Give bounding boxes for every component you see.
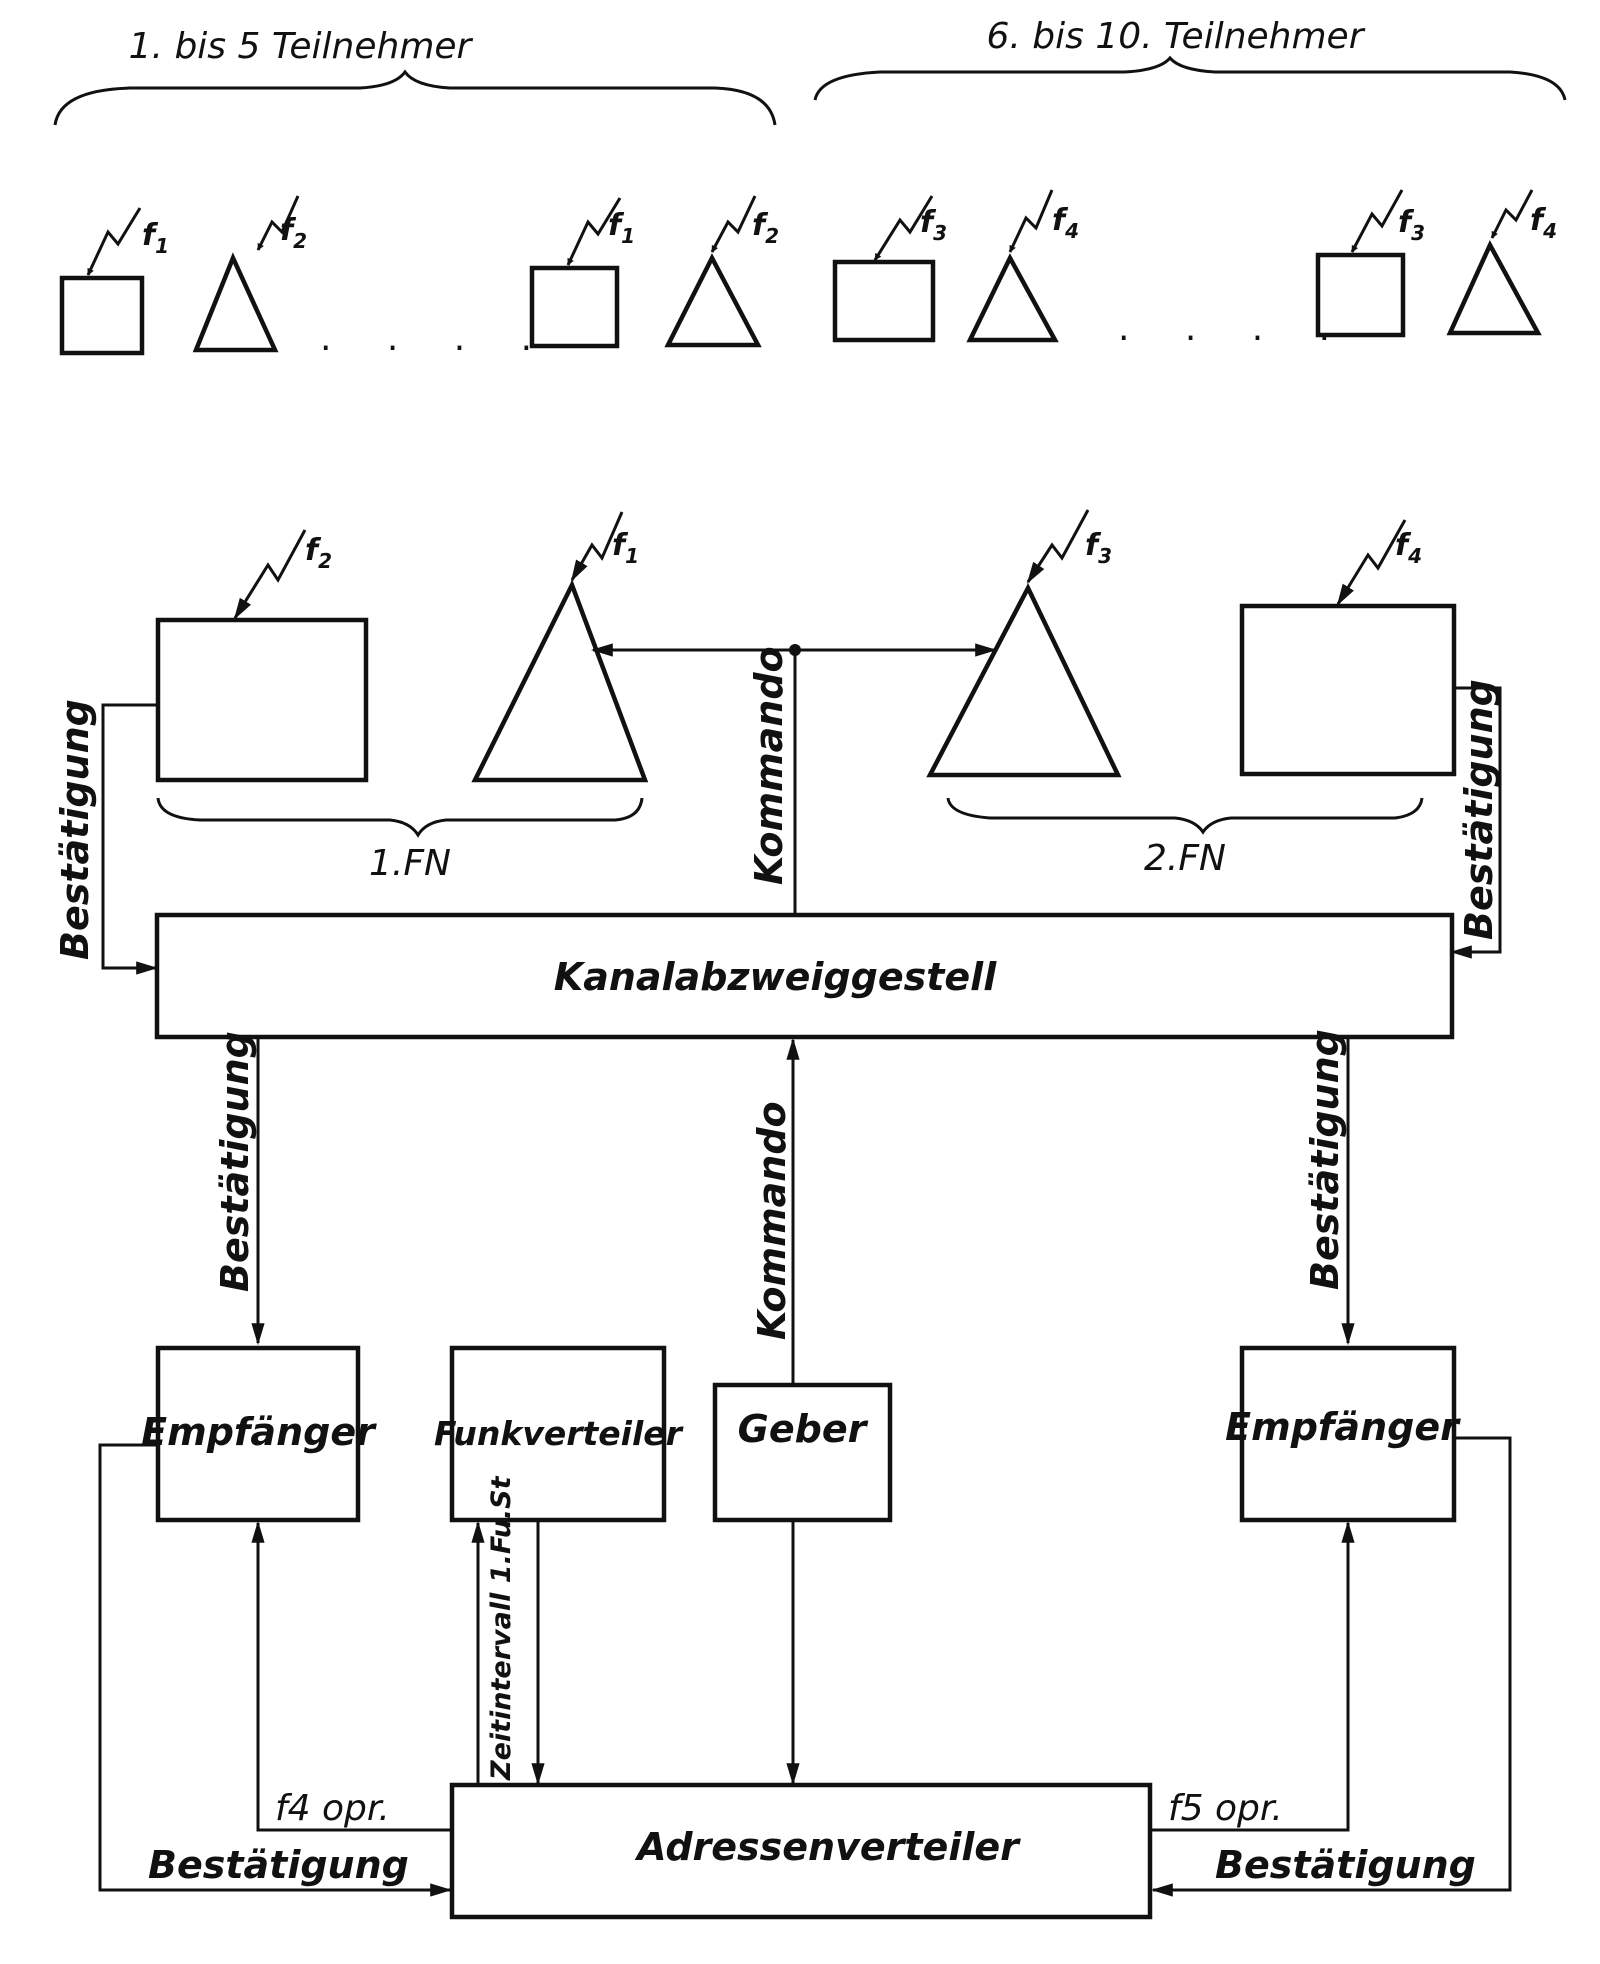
kommando-distribution bbox=[590, 643, 998, 915]
bestaetigung-lower-right-loop bbox=[1150, 1436, 1512, 1897]
bestaetigung-label-left-top: Bestätigung bbox=[53, 699, 97, 960]
freq-label-f2-b: f2 bbox=[752, 208, 779, 248]
bestaetigung-left-loop bbox=[101, 703, 159, 975]
bestaetigung-label-bottom-right: Bestätigung bbox=[1215, 1843, 1476, 1887]
brace-1-fn bbox=[156, 797, 644, 838]
block-funkverteiler bbox=[449, 1345, 667, 1523]
kommando-label-upper: Kommando bbox=[747, 646, 791, 885]
station-transmitter-f1 bbox=[471, 579, 649, 783]
terminal-triangle-f2-a bbox=[192, 252, 279, 353]
station-receiver-f4 bbox=[1239, 603, 1457, 777]
kommando-label-lower: Kommando bbox=[750, 1101, 794, 1340]
block-kanalabzweiggestell bbox=[154, 912, 1455, 1040]
terminal-triangle-f4-b bbox=[1446, 239, 1542, 336]
freq-label-f2-a: f2 bbox=[280, 213, 307, 253]
fn-label-1: 1.FN bbox=[369, 843, 451, 884]
bestaetigung-right-loop bbox=[1449, 686, 1502, 959]
bestaetigung-label-right-top: Bestätigung bbox=[1457, 679, 1501, 940]
station-transmitter-f3 bbox=[926, 582, 1122, 778]
bestaetigung-label-right-mid: Bestätigung bbox=[1303, 1029, 1347, 1290]
station-receiver-f2 bbox=[155, 617, 369, 783]
link-f5-opr bbox=[1150, 1520, 1355, 1832]
freq-label-f1-a: f1 bbox=[142, 218, 169, 258]
terminal-triangle-f2-b bbox=[664, 253, 762, 348]
empfaenger-right-label: Empfänger bbox=[1225, 1405, 1461, 1449]
link-f4-opr bbox=[251, 1520, 452, 1832]
group-label-1-5: 1. bis 5 Teilnehmer bbox=[129, 26, 474, 67]
freq-label-f1-b: f1 bbox=[608, 208, 635, 248]
ellipsis-right: . . . . bbox=[1118, 308, 1352, 349]
block-empfaenger-left bbox=[155, 1345, 361, 1523]
terminal-triangle-f4-a bbox=[966, 253, 1059, 343]
terminal-box-f1-a bbox=[59, 275, 145, 356]
block-geber bbox=[712, 1382, 893, 1523]
freq-label-f3-b: f3 bbox=[1398, 205, 1425, 245]
brace-group-6-10 bbox=[813, 55, 1567, 101]
f4-opr-label: f4 opr. bbox=[275, 1788, 390, 1829]
adressenverteiler-label: Adressenverteiler bbox=[634, 1825, 1021, 1869]
fn-label-2: 2.FN bbox=[1144, 838, 1226, 879]
freq-label-f3-a: f3 bbox=[920, 205, 947, 245]
freq-label-station-f3: f3 bbox=[1085, 528, 1112, 568]
group-label-6-10: 6. bis 10. Teilnehmer bbox=[986, 16, 1365, 57]
terminal-box-f3-a bbox=[832, 259, 936, 343]
ellipsis-left: . . . . bbox=[320, 318, 554, 359]
freq-label-f4-a: f4 bbox=[1052, 203, 1079, 243]
freq-label-station-f1: f1 bbox=[612, 528, 639, 568]
terminal-box-f3-b bbox=[1315, 252, 1406, 338]
empfaenger-left-label: Empfänger bbox=[141, 1410, 377, 1454]
f5-opr-label: f5 opr. bbox=[1168, 1788, 1283, 1829]
funkverteiler-label: Funkverteiler bbox=[434, 1414, 684, 1453]
block-empfaenger-right bbox=[1239, 1345, 1457, 1523]
zeitintervall-label: Zeitintervall 1.Fu.St bbox=[486, 1475, 517, 1781]
freq-label-station-f2: f2 bbox=[305, 533, 332, 573]
freq-label-f4-b: f4 bbox=[1530, 203, 1557, 243]
brace-group-1-5 bbox=[53, 69, 777, 126]
brace-2-fn bbox=[946, 797, 1424, 835]
geber-label: Geber bbox=[738, 1407, 869, 1451]
terminal-box-f1-b bbox=[529, 265, 620, 349]
bestaetigung-label-left-mid: Bestätigung bbox=[213, 1031, 257, 1292]
freq-label-station-f4: f4 bbox=[1395, 528, 1422, 568]
block-adressenverteiler bbox=[449, 1782, 1153, 1920]
kanal-label: Kanalabzweiggestell bbox=[554, 955, 997, 999]
bestaetigung-lower-left-loop bbox=[98, 1443, 453, 1897]
participant-terminals: f1 f2 . . . . f1 f2 f3 f4 . . . . f3 f4 bbox=[59, 189, 1557, 359]
bestaetigung-label-bottom-left: Bestätigung bbox=[148, 1843, 409, 1887]
